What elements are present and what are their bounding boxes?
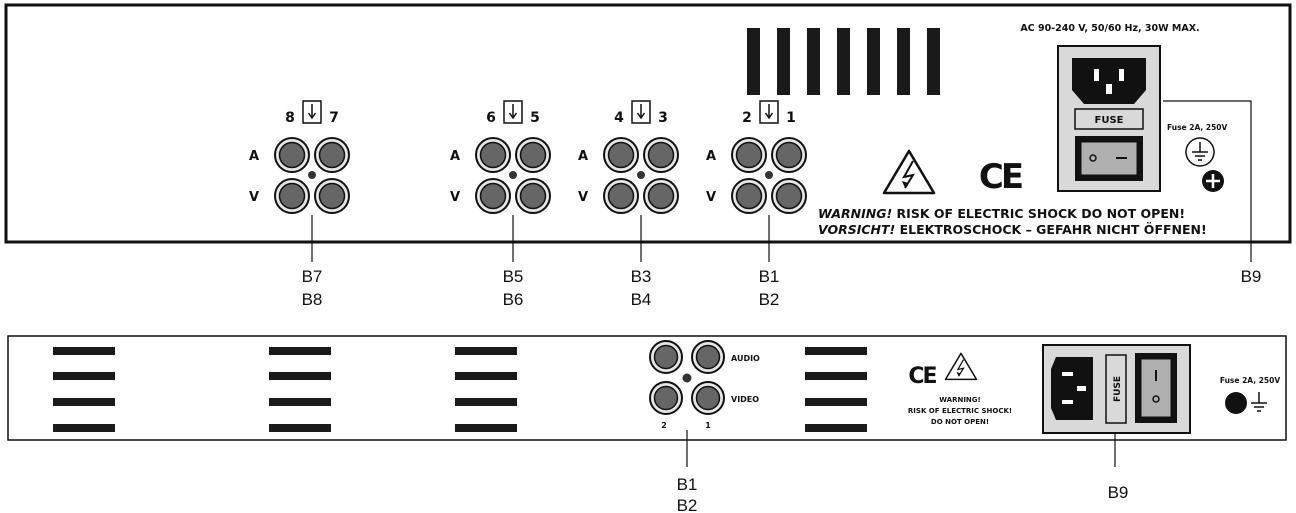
audio-jack-2[interactable] bbox=[731, 137, 767, 173]
power-inlet-icon[interactable] bbox=[1051, 357, 1093, 420]
bottom-rear-panel: AUDIO VIDEO 2 1 CE WARNING! RISK OF ELEC… bbox=[7, 335, 1287, 441]
callout-b7: B7 bbox=[302, 267, 323, 286]
video-label: VIDEO bbox=[731, 395, 759, 404]
ground-icon bbox=[1185, 137, 1215, 167]
channel-5-label: 5 bbox=[530, 110, 540, 126]
bottom-vent-slots bbox=[53, 347, 867, 432]
callout-b2-bottom: B2 bbox=[677, 496, 698, 513]
video-jack-5[interactable] bbox=[515, 178, 551, 214]
audio-jack-2[interactable] bbox=[649, 340, 683, 374]
ground-icon bbox=[1251, 392, 1267, 412]
channel-3-label: 3 bbox=[658, 110, 668, 126]
callout-b1-bottom: B1 bbox=[677, 475, 698, 494]
channel-4-label: 4 bbox=[614, 110, 624, 126]
row-v-label: V bbox=[706, 190, 716, 205]
direction-icon bbox=[759, 100, 779, 124]
audio-jack-3[interactable] bbox=[643, 137, 679, 173]
channel-1-label: 1 bbox=[786, 110, 796, 126]
row-a-label: A bbox=[706, 149, 716, 164]
video-jack-7[interactable] bbox=[314, 178, 350, 214]
audio-jack-7[interactable] bbox=[314, 137, 350, 173]
callout-b6: B6 bbox=[503, 290, 524, 309]
video-jack-6[interactable] bbox=[475, 178, 511, 214]
channel-6-label: 6 bbox=[486, 110, 496, 126]
fuse-rating: Fuse 2A, 250V bbox=[1220, 376, 1281, 385]
top-vent-slots bbox=[747, 28, 940, 95]
jack-group-4-3: 4 3 A V bbox=[578, 100, 679, 214]
jack-group-2-1: 2 1 A V bbox=[706, 100, 807, 214]
row-a-label: A bbox=[578, 149, 588, 164]
power-inlet-icon[interactable] bbox=[1072, 58, 1146, 104]
fuse-cap[interactable] bbox=[1225, 392, 1247, 414]
callout-b1: B1 bbox=[759, 267, 780, 286]
power-module-top: FUSE bbox=[1057, 45, 1161, 192]
ce-mark: CE bbox=[979, 157, 1022, 197]
channel-2-label: 2 bbox=[661, 421, 667, 430]
callout-b5: B5 bbox=[503, 267, 524, 286]
warning-line-en: WARNING! RISK OF ELECTRIC SHOCK DO NOT O… bbox=[818, 206, 1185, 221]
row-a-label: A bbox=[249, 149, 259, 164]
audio-jack-1[interactable] bbox=[691, 340, 725, 374]
row-v-label: V bbox=[578, 190, 588, 205]
row-a-label: A bbox=[450, 149, 460, 164]
fuse-label: FUSE bbox=[1095, 115, 1124, 126]
bottom-callouts bbox=[686, 430, 1116, 467]
audio-jack-1[interactable] bbox=[771, 137, 807, 173]
jack-group-8-7: 8 7 A V bbox=[249, 100, 350, 214]
channel-8-label: 8 bbox=[285, 110, 295, 126]
power-spec: AC 90-240 V, 50/60 Hz, 30W MAX. bbox=[1020, 23, 1199, 34]
audio-jack-5[interactable] bbox=[515, 137, 551, 173]
video-jack-4[interactable] bbox=[603, 178, 639, 214]
direction-icon bbox=[503, 100, 523, 124]
channel-1-label: 1 bbox=[705, 421, 711, 430]
callout-b9-top: B9 bbox=[1241, 267, 1262, 286]
fuse-holder[interactable] bbox=[1105, 354, 1127, 424]
warning-line-de: VORSICHT! ELEKTROSCHOCK – GEFAHR NICHT Ö… bbox=[818, 222, 1207, 237]
warning-line-3: DO NOT OPEN! bbox=[931, 418, 989, 426]
fuse-rating: Fuse 2A, 250V bbox=[1167, 123, 1228, 132]
direction-icon bbox=[631, 100, 651, 124]
power-module-bottom: FUSE bbox=[1042, 344, 1191, 434]
fuse-label: FUSE bbox=[1113, 376, 1123, 402]
jack-group-6-5: 6 5 A V bbox=[450, 100, 551, 214]
top-callouts bbox=[311, 100, 1252, 262]
callout-b8: B8 bbox=[302, 290, 323, 309]
top-rear-panel: 8 7 A V 6 5 A V 4 bbox=[4, 3, 1292, 244]
callout-b9-bottom: B9 bbox=[1108, 483, 1129, 502]
channel-7-label: 7 bbox=[329, 110, 339, 126]
video-jack-3[interactable] bbox=[643, 178, 679, 214]
video-jack-1[interactable] bbox=[771, 178, 807, 214]
audio-jack-6[interactable] bbox=[475, 137, 511, 173]
bottom-io-jacks: AUDIO VIDEO 2 1 bbox=[649, 340, 760, 430]
direction-icon bbox=[302, 100, 322, 124]
video-jack-1[interactable] bbox=[691, 381, 725, 415]
row-v-label: V bbox=[450, 190, 460, 205]
video-jack-2[interactable] bbox=[649, 381, 683, 415]
audio-label: AUDIO bbox=[731, 354, 760, 363]
fuse-holder[interactable] bbox=[1074, 108, 1144, 130]
callout-b2: B2 bbox=[759, 290, 780, 309]
video-jack-8[interactable] bbox=[274, 178, 310, 214]
warning-line-1: WARNING! bbox=[939, 396, 980, 404]
audio-jack-4[interactable] bbox=[603, 137, 639, 173]
channel-2-label: 2 bbox=[742, 110, 752, 126]
audio-jack-8[interactable] bbox=[274, 137, 310, 173]
callout-b4: B4 bbox=[631, 290, 652, 309]
row-v-label: V bbox=[249, 190, 259, 205]
ground-terminal[interactable] bbox=[1202, 170, 1224, 192]
ce-mark: CE bbox=[908, 364, 936, 389]
callout-b3: B3 bbox=[631, 267, 652, 286]
video-jack-2[interactable] bbox=[731, 178, 767, 214]
warning-line-2: RISK OF ELECTRIC SHOCK! bbox=[908, 407, 1012, 415]
